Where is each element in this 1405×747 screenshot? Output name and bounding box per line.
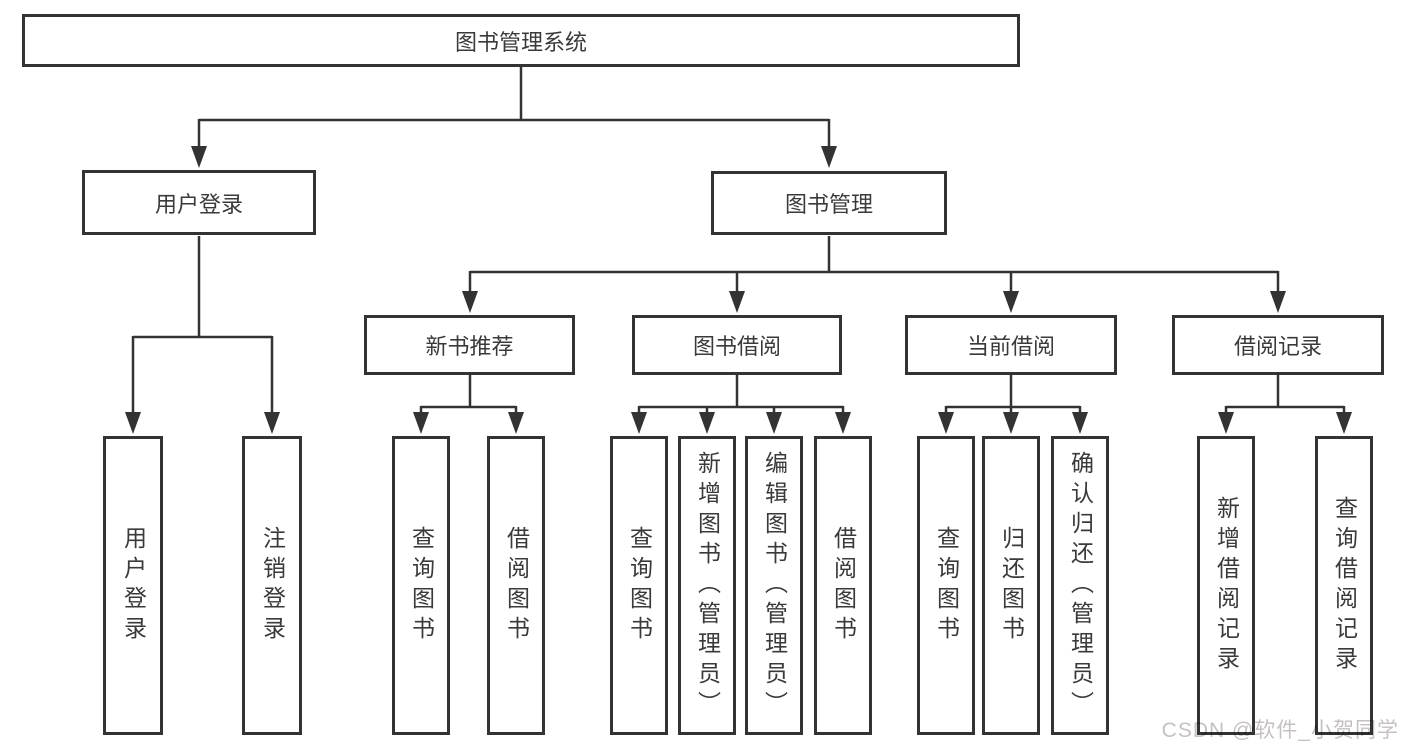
csdn-watermark: CSDN @软件_小贺同学 — [1161, 719, 1399, 742]
leaf-logout-login: 注销登录 — [242, 436, 302, 735]
node-book-management: 图书管理 — [711, 171, 947, 235]
leaf-borrow-books-recommend: 借阅图书 — [487, 436, 545, 735]
leaf-query-borrow-record: 查询借阅记录 — [1315, 436, 1373, 735]
leaf-query-books-current: 查询图书 — [917, 436, 975, 735]
node-label: 图书借阅 — [692, 334, 781, 359]
leaf-query-books-borrow: 查询图书 — [610, 436, 668, 735]
node-label: 编辑图书（管理员） — [761, 450, 788, 721]
node-label: 查询借阅记录 — [1331, 495, 1358, 676]
node-label: 确认归还（管理员） — [1067, 450, 1094, 721]
node-label: 用户登录 — [154, 191, 243, 217]
node-label: 当前借阅 — [966, 334, 1055, 359]
node-label: 图书管理 — [784, 192, 873, 217]
node-user-login: 用户登录 — [82, 170, 316, 235]
leaf-query-books-recommend: 查询图书 — [392, 436, 450, 735]
node-label: 查询图书 — [933, 525, 960, 646]
node-label: 借阅图书 — [830, 525, 857, 646]
node-label: 归还图书 — [998, 525, 1025, 646]
node-current-borrowing: 当前借阅 — [905, 315, 1117, 375]
leaf-return-books: 归还图书 — [982, 436, 1040, 735]
leaf-confirm-return-admin: 确认归还（管理员） — [1051, 436, 1109, 735]
node-new-book-recommendation: 新书推荐 — [364, 315, 575, 375]
node-label: 查询图书 — [626, 525, 653, 646]
leaf-edit-books-admin: 编辑图书（管理员） — [745, 436, 803, 735]
node-label: 新增借阅记录 — [1213, 495, 1240, 676]
node-label: 借阅图书 — [503, 525, 530, 646]
leaf-add-books-admin: 新增图书（管理员） — [678, 436, 736, 735]
node-label: 注销登录 — [259, 525, 286, 646]
node-label: 用户登录 — [120, 525, 147, 646]
node-label: 图书管理系统 — [454, 29, 587, 55]
node-label: 新增图书（管理员） — [694, 450, 721, 721]
leaf-borrow-books: 借阅图书 — [814, 436, 872, 735]
leaf-user-login: 用户登录 — [103, 436, 163, 735]
node-borrowing-records: 借阅记录 — [1172, 315, 1384, 375]
node-book-borrowing: 图书借阅 — [632, 315, 842, 375]
leaf-add-borrow-record: 新增借阅记录 — [1197, 436, 1255, 735]
node-label: 新书推荐 — [425, 334, 514, 359]
node-label: 查询图书 — [408, 525, 435, 646]
node-library-system: 图书管理系统 — [22, 14, 1020, 67]
node-label: 借阅记录 — [1233, 334, 1322, 359]
